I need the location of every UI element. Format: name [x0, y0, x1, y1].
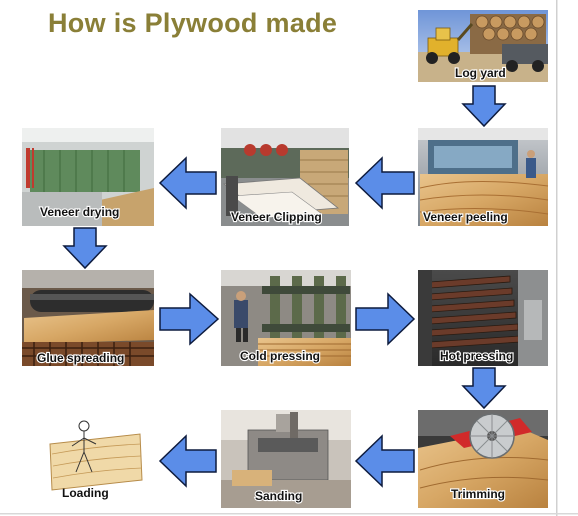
arrow-cold-to-hot: [355, 292, 416, 346]
step-veneer-peeling: [418, 128, 549, 226]
arrow-sanding-to-loading: [158, 434, 217, 488]
step-veneer-drying: [22, 128, 154, 226]
step-loading: [22, 410, 154, 508]
step-sanding: [221, 410, 351, 508]
label-cold-pressing: Cold pressing: [240, 349, 320, 363]
arrow-clipping-to-drying: [158, 156, 217, 210]
step-veneer-clipping: [221, 128, 349, 226]
label-hot-pressing: Hot pressing: [440, 349, 513, 363]
step-glue-spreading: [22, 270, 154, 366]
step-hot-pressing: [418, 270, 548, 366]
label-veneer-clipping: Veneer Clipping: [231, 210, 322, 224]
label-sanding: Sanding: [255, 489, 302, 503]
label-log-yard: Log yard: [455, 66, 506, 80]
label-veneer-drying: Veneer drying: [40, 205, 119, 219]
arrow-drying-to-glue: [62, 227, 108, 270]
diagram-title: How is Plywood made: [48, 8, 338, 38]
label-loading: Loading: [62, 486, 109, 500]
step-cold-pressing: [221, 270, 351, 366]
step-log-yard: [418, 10, 548, 82]
label-veneer-peeling: Veneer peeling: [423, 210, 508, 224]
step-trimming: [418, 410, 549, 508]
arrow-peeling-to-clipping: [354, 156, 415, 210]
arrow-glue-to-cold: [159, 292, 220, 346]
arrow-trimming-to-sanding: [354, 434, 415, 488]
arrow-log-yard-to-peeling: [461, 85, 507, 128]
label-trimming: Trimming: [451, 487, 505, 501]
arrow-hot-to-trimming: [461, 367, 507, 410]
label-glue-spreading: Glue spreading: [37, 351, 124, 365]
